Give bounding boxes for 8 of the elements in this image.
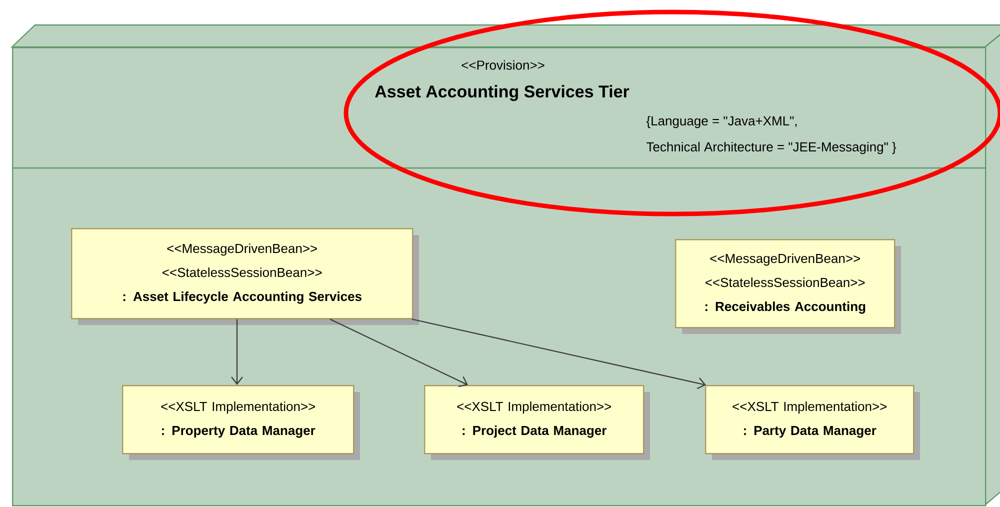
component-box: <<XSLT Implementation>> : Property Data Manager [122,385,360,460]
component-box: <<XSLT Implementation>> : Project Data Manager [424,385,650,460]
component-box: <<MessageDrivenBean>> <<StatelessSessionBean>> : Asset Lifecycle Accounting Services [71,228,419,325]
arrow [330,318,468,388]
arrow [412,318,706,390]
component-box: <<MessageDrivenBean>> <<StatelessSessionBean>> : Receivables Accounting [675,239,901,334]
arrow [231,319,243,385]
component-box: <<XSLT Implementation>> : Party Data Manager [705,385,920,460]
